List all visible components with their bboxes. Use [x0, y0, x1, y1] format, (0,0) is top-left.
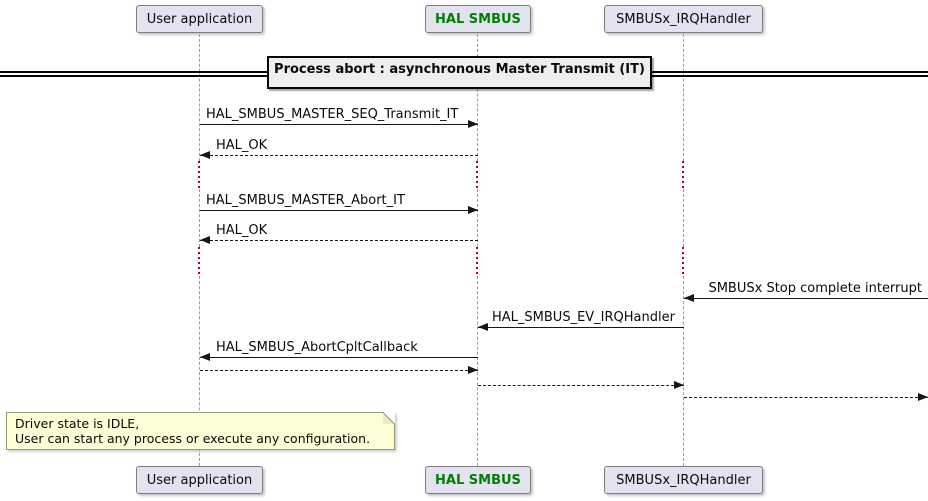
participant-label: HAL SMBUS: [435, 472, 521, 488]
delay-marker: [476, 247, 478, 276]
arrowhead: [200, 151, 210, 159]
lifeline-user-application: [199, 189, 200, 247]
participant-top-smbusx-irqhandler: SMBUSx_IRQHandler: [604, 5, 763, 33]
message-ev-irqhandler: HAL_SMBUS_EV_IRQHandler: [478, 310, 684, 333]
arrow-line: [200, 370, 478, 371]
arrow-line: [200, 124, 478, 125]
arrow-line: [478, 385, 684, 386]
participant-label: HAL SMBUS: [435, 11, 521, 27]
message-return-to-irqhandler: [478, 370, 684, 391]
participant-label: User application: [146, 472, 253, 488]
divider-title-box: Process abort : asynchronous Master Tran…: [267, 56, 652, 89]
message-seq-transmit-it: HAL_SMBUS_MASTER_SEQ_Transmit_IT: [200, 107, 478, 130]
message-label: HAL_SMBUS_MASTER_Abort_IT: [206, 193, 405, 208]
lifeline-smbusx-irqhandler: [683, 189, 684, 247]
lifeline-user-application: [199, 276, 200, 466]
participant-bottom-user-application: User application: [136, 466, 263, 494]
arrowhead: [200, 236, 210, 244]
delay-marker: [476, 161, 478, 189]
note-line-2: User can start any process or execute an…: [15, 431, 371, 446]
message-label: HAL_SMBUS_AbortCpltCallback: [216, 340, 418, 355]
message-label: HAL_SMBUS_EV_IRQHandler: [492, 310, 675, 325]
participant-top-user-application: User application: [136, 5, 263, 33]
arrowhead: [468, 206, 478, 214]
participant-label: User application: [146, 11, 253, 27]
arrowhead: [674, 381, 684, 389]
lifeline-user-application: [199, 34, 200, 161]
lifeline-hal-smbus: [477, 34, 478, 161]
arrowhead: [200, 353, 210, 361]
message-master-abort-it: HAL_SMBUS_MASTER_Abort_IT: [200, 193, 478, 216]
participant-label: SMBUSx_IRQHandler: [616, 11, 751, 27]
message-hal-ok-1: HAL_OK: [200, 138, 478, 161]
arrow-line: [200, 155, 478, 156]
divider-title: Process abort : asynchronous Master Tran…: [274, 62, 645, 77]
participant-bottom-smbusx-irqhandler: SMBUSx_IRQHandler: [604, 466, 763, 494]
message-return-to-hal-smbus: [200, 355, 478, 376]
message-label: HAL_OK: [216, 138, 268, 153]
delay-marker: [682, 161, 684, 189]
arrowhead: [684, 294, 694, 302]
arrow-line: [478, 327, 684, 328]
lifeline-smbusx-irqhandler: [683, 276, 684, 466]
message-label: HAL_OK: [216, 223, 268, 238]
message-label: HAL_SMBUS_MASTER_SEQ_Transmit_IT: [206, 107, 459, 122]
arrow-line: [684, 298, 928, 299]
message-return-to-edge: [684, 382, 928, 403]
arrow-line: [684, 397, 928, 398]
note-fold-edge: [383, 412, 395, 424]
note-driver-state: Driver state is IDLE, User can start any…: [6, 412, 395, 450]
participant-bottom-hal-smbus: HAL SMBUS: [425, 466, 531, 494]
arrowhead: [918, 393, 928, 401]
lifeline-smbusx-irqhandler: [683, 34, 684, 161]
delay-marker: [682, 247, 684, 276]
message-abort-cplt-callback: HAL_SMBUS_AbortCpltCallback: [200, 340, 478, 363]
arrow-line: [200, 357, 478, 358]
lifeline-hal-smbus: [477, 189, 478, 247]
message-stop-complete-interrupt: SMBUSx Stop complete interrupt: [684, 281, 928, 304]
delay-marker: [198, 247, 200, 276]
message-hal-ok-2: HAL_OK: [200, 223, 478, 246]
arrowhead: [478, 323, 488, 331]
note-line-1: Driver state is IDLE,: [15, 416, 140, 431]
arrow-line: [200, 210, 478, 211]
arrowhead: [468, 366, 478, 374]
message-label: SMBUSx Stop complete interrupt: [708, 281, 922, 296]
arrow-line: [200, 240, 478, 241]
arrowhead: [468, 120, 478, 128]
delay-marker: [198, 161, 200, 189]
participant-label: SMBUSx_IRQHandler: [616, 472, 751, 488]
participant-top-hal-smbus: HAL SMBUS: [425, 5, 531, 33]
